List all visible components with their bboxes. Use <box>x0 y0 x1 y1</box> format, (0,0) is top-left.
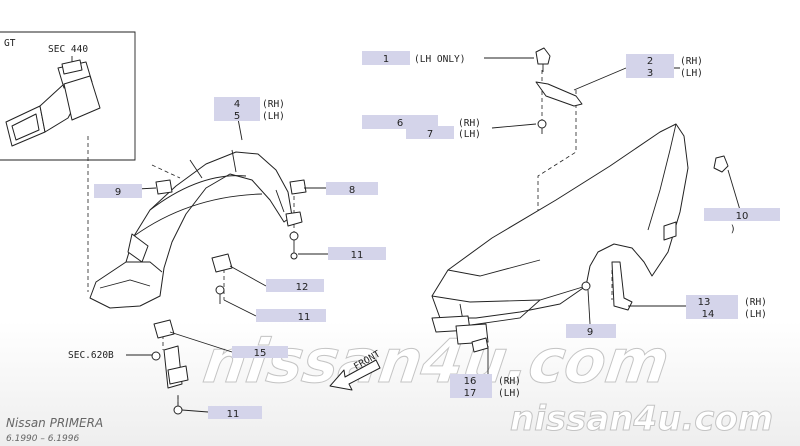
callout-note: (LH) <box>458 129 481 140</box>
callout-4[interactable]: 4 (RH) <box>214 97 285 110</box>
callout-11-middle[interactable]: 11 <box>256 309 326 323</box>
callout-number: 1 <box>383 54 389 65</box>
callout-14[interactable]: 14 (LH) <box>686 307 767 320</box>
callout-16[interactable]: 16 (RH) <box>450 374 521 387</box>
footer-years: 6.1990 – 6.1996 <box>6 434 79 444</box>
front-fender-panel <box>431 123 689 345</box>
left-fasteners <box>153 179 307 339</box>
callout-number: 16 <box>464 376 477 387</box>
gt-inset: GT SEC 440 <box>0 31 136 161</box>
callout-number: 10 <box>736 211 749 222</box>
callout-note: (LH) <box>498 388 521 399</box>
footer-model: Nissan PRIMERA <box>6 416 103 430</box>
callout-number: 12 <box>296 282 309 293</box>
callout-note: (RH) <box>498 376 521 387</box>
callout-number: 13 <box>698 297 711 308</box>
callout-number: 3 <box>647 68 653 79</box>
callout-12[interactable]: 12 <box>266 279 324 293</box>
watermark-center: nissan4u.com <box>199 327 673 397</box>
callout-number: 9 <box>115 187 121 198</box>
callout-number: 11 <box>351 250 364 261</box>
inner-fender-liner <box>89 149 303 309</box>
callout-2[interactable]: 2 (RH) <box>626 54 703 67</box>
callout-10[interactable]: 10 ) <box>704 208 780 235</box>
callout-11-upper[interactable]: 11 <box>328 247 386 261</box>
callout-note: (RH) <box>458 118 481 129</box>
bumper-bracket <box>151 345 189 415</box>
callout-5[interactable]: 5 (LH) <box>214 109 285 122</box>
callout-15[interactable]: 15 <box>232 346 288 359</box>
callout-note: ) <box>730 224 736 235</box>
callout-number: 2 <box>647 56 653 67</box>
callout-9-right[interactable]: 9 <box>566 324 616 338</box>
callout-number: 5 <box>234 111 240 122</box>
callout-3[interactable]: 3 (LH) <box>626 66 703 79</box>
callout-note: (RH) <box>744 297 767 308</box>
callout-13[interactable]: 13 (RH) <box>686 295 767 308</box>
fender-fasteners <box>471 47 729 353</box>
callout-1[interactable]: 1 (LH ONLY) <box>362 51 465 65</box>
callout-number: 14 <box>702 309 715 320</box>
callout-note: (RH) <box>680 56 703 67</box>
callout-17[interactable]: 17 (LH) <box>450 386 521 399</box>
inset-variant-label: GT <box>4 38 16 49</box>
callout-number: 9 <box>587 327 593 338</box>
callout-note: (RH) <box>262 99 285 110</box>
callout-11-lower[interactable]: 11 <box>208 406 262 420</box>
callout-9-left[interactable]: 9 <box>94 184 142 198</box>
callout-7[interactable]: 7 (LH) <box>406 126 481 140</box>
sec-620b-label: SEC.620B <box>68 350 114 361</box>
callout-number: 15 <box>254 348 267 359</box>
callout-8[interactable]: 8 <box>326 182 378 196</box>
inset-sec-label: SEC 440 <box>48 44 88 55</box>
callout-number: 11 <box>298 312 311 323</box>
callout-note: (LH ONLY) <box>414 54 465 65</box>
callout-note: (LH) <box>744 309 767 320</box>
watermark-bottom-right: nissan4u.com <box>510 399 773 439</box>
callout-number: 7 <box>427 129 433 140</box>
callout-number: 6 <box>397 118 403 129</box>
callout-6[interactable]: 6 (RH) <box>362 115 481 129</box>
air-duct-part <box>5 59 101 147</box>
callout-note: (LH) <box>262 111 285 122</box>
callout-number: 11 <box>227 409 240 420</box>
callout-number: 8 <box>349 185 355 196</box>
callout-number: 4 <box>234 99 240 110</box>
leader-lines <box>87 70 613 405</box>
callout-number: 17 <box>464 388 477 399</box>
callout-note: (LH) <box>680 68 703 79</box>
